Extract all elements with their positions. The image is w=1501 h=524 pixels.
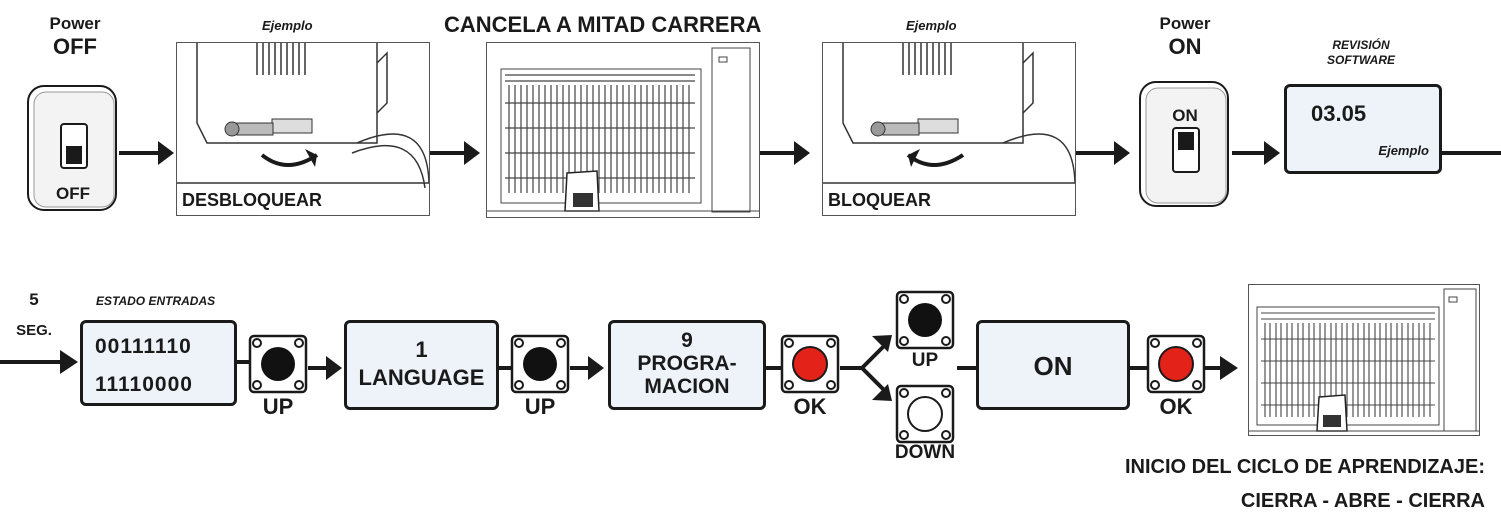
inputs-line2: 11110000: [95, 373, 193, 396]
up-button-2-icon[interactable]: [510, 334, 570, 394]
down-branch-button-icon[interactable]: [895, 384, 955, 444]
unlock-photo: [176, 42, 430, 216]
motor-lock-illustration: [823, 43, 1075, 184]
menu-language-text: LANGUAGE: [358, 365, 485, 390]
gate-illustration: [487, 47, 759, 213]
gate-learning-photo: [1248, 284, 1480, 436]
inputs-title: ESTADO ENTRADAS: [96, 294, 216, 308]
power-word: Power: [1159, 14, 1211, 33]
delay-number: 5: [29, 290, 39, 309]
lock-photo: [822, 42, 1076, 216]
menu-programacion-number: 9: [681, 329, 693, 352]
delay-label: 5 SEG.: [14, 290, 54, 339]
software-version: 03.05: [1311, 101, 1367, 126]
power-off-label: Power OFF: [22, 14, 128, 60]
motor-unlock-illustration: [177, 43, 429, 189]
up-button-1-icon[interactable]: [248, 334, 308, 394]
ok-button-2-label: OK: [1159, 394, 1193, 419]
power-switch-on-icon: [1139, 81, 1229, 207]
gate-title: CANCELA A MITAD CARRERA: [444, 12, 762, 37]
gate-half-open-photo: [486, 42, 760, 218]
software-title-line1: REVISIÓN: [1332, 38, 1390, 52]
menu-programacion-line1: PROGRA-: [637, 352, 737, 375]
power-switch-off-icon: [27, 85, 117, 211]
software-note: Ejemplo: [1378, 143, 1429, 158]
ejemplo-label-2: Ejemplo: [906, 18, 957, 33]
learning-cycle-line2: CIERRA - ABRE - CIERRA: [1240, 490, 1485, 512]
down-branch-label: DOWN: [894, 442, 956, 463]
power-word: Power: [49, 14, 101, 33]
on-value-text: ON: [1033, 351, 1073, 381]
menu-programacion-display: 9 PROGRA- MACION: [608, 320, 766, 410]
menu-programacion-line2: MACION: [644, 375, 730, 398]
inputs-display: 00111110 11110000: [80, 320, 237, 406]
learning-cycle-line1: INICIO DEL CICLO DE APRENDIZAJE:: [1124, 456, 1485, 478]
delay-unit: SEG.: [16, 322, 52, 339]
power-state: ON: [1168, 34, 1202, 59]
up-branch-label: UP: [911, 350, 939, 371]
unlock-label: DESBLOQUEAR: [182, 190, 323, 210]
menu-language-display: 1 LANGUAGE: [344, 320, 499, 410]
on-switch-label: ON: [1172, 106, 1198, 125]
on-value-display: ON: [976, 320, 1130, 410]
ejemplo-label-1: Ejemplo: [262, 18, 313, 33]
up-button-2-label: UP: [524, 394, 556, 419]
up-branch-button-icon[interactable]: [895, 290, 955, 350]
up-button-1-label: UP: [262, 394, 294, 419]
ok-button-1-icon[interactable]: [780, 334, 840, 394]
inputs-line1: 00111110: [95, 335, 192, 358]
menu-language-number: 1: [415, 337, 428, 362]
power-state: OFF: [53, 34, 97, 59]
ok-button-1-label: OK: [793, 394, 827, 419]
gate-learning-illustration: [1249, 288, 1479, 432]
lock-label: BLOQUEAR: [828, 190, 931, 210]
software-title-line2: SOFTWARE: [1327, 53, 1395, 67]
software-display: 03.05 Ejemplo: [1284, 84, 1442, 174]
ok-button-2-icon[interactable]: [1146, 334, 1206, 394]
power-on-label: Power ON: [1130, 14, 1240, 60]
off-switch-label: OFF: [56, 184, 90, 203]
software-title: REVISIÓN SOFTWARE: [1300, 38, 1422, 68]
